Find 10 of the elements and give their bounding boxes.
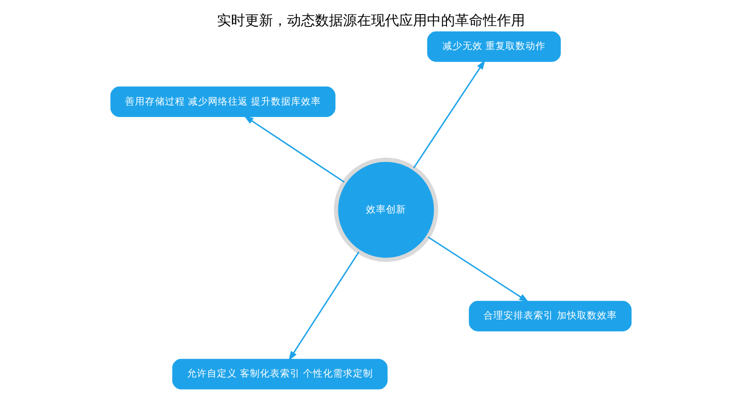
arrow bbox=[413, 60, 486, 168]
diagram-title: 实时更新，动态数据源在现代应用中的革命性作用 bbox=[217, 12, 526, 29]
node-box: 合理安排表索引 加快取数效率 bbox=[468, 300, 632, 332]
node-box: 减少无效 重复取数动作 bbox=[427, 31, 561, 62]
node-box: 善用存储过程 减少网络往返 提升数据库效率 bbox=[110, 86, 336, 117]
arrow bbox=[428, 236, 529, 302]
arrow bbox=[288, 252, 360, 361]
arrow bbox=[244, 116, 345, 183]
node-box: 允许自定义 客制化表索引 个性化需求定制 bbox=[172, 358, 388, 390]
node-circle: 效率创新 bbox=[334, 158, 438, 262]
